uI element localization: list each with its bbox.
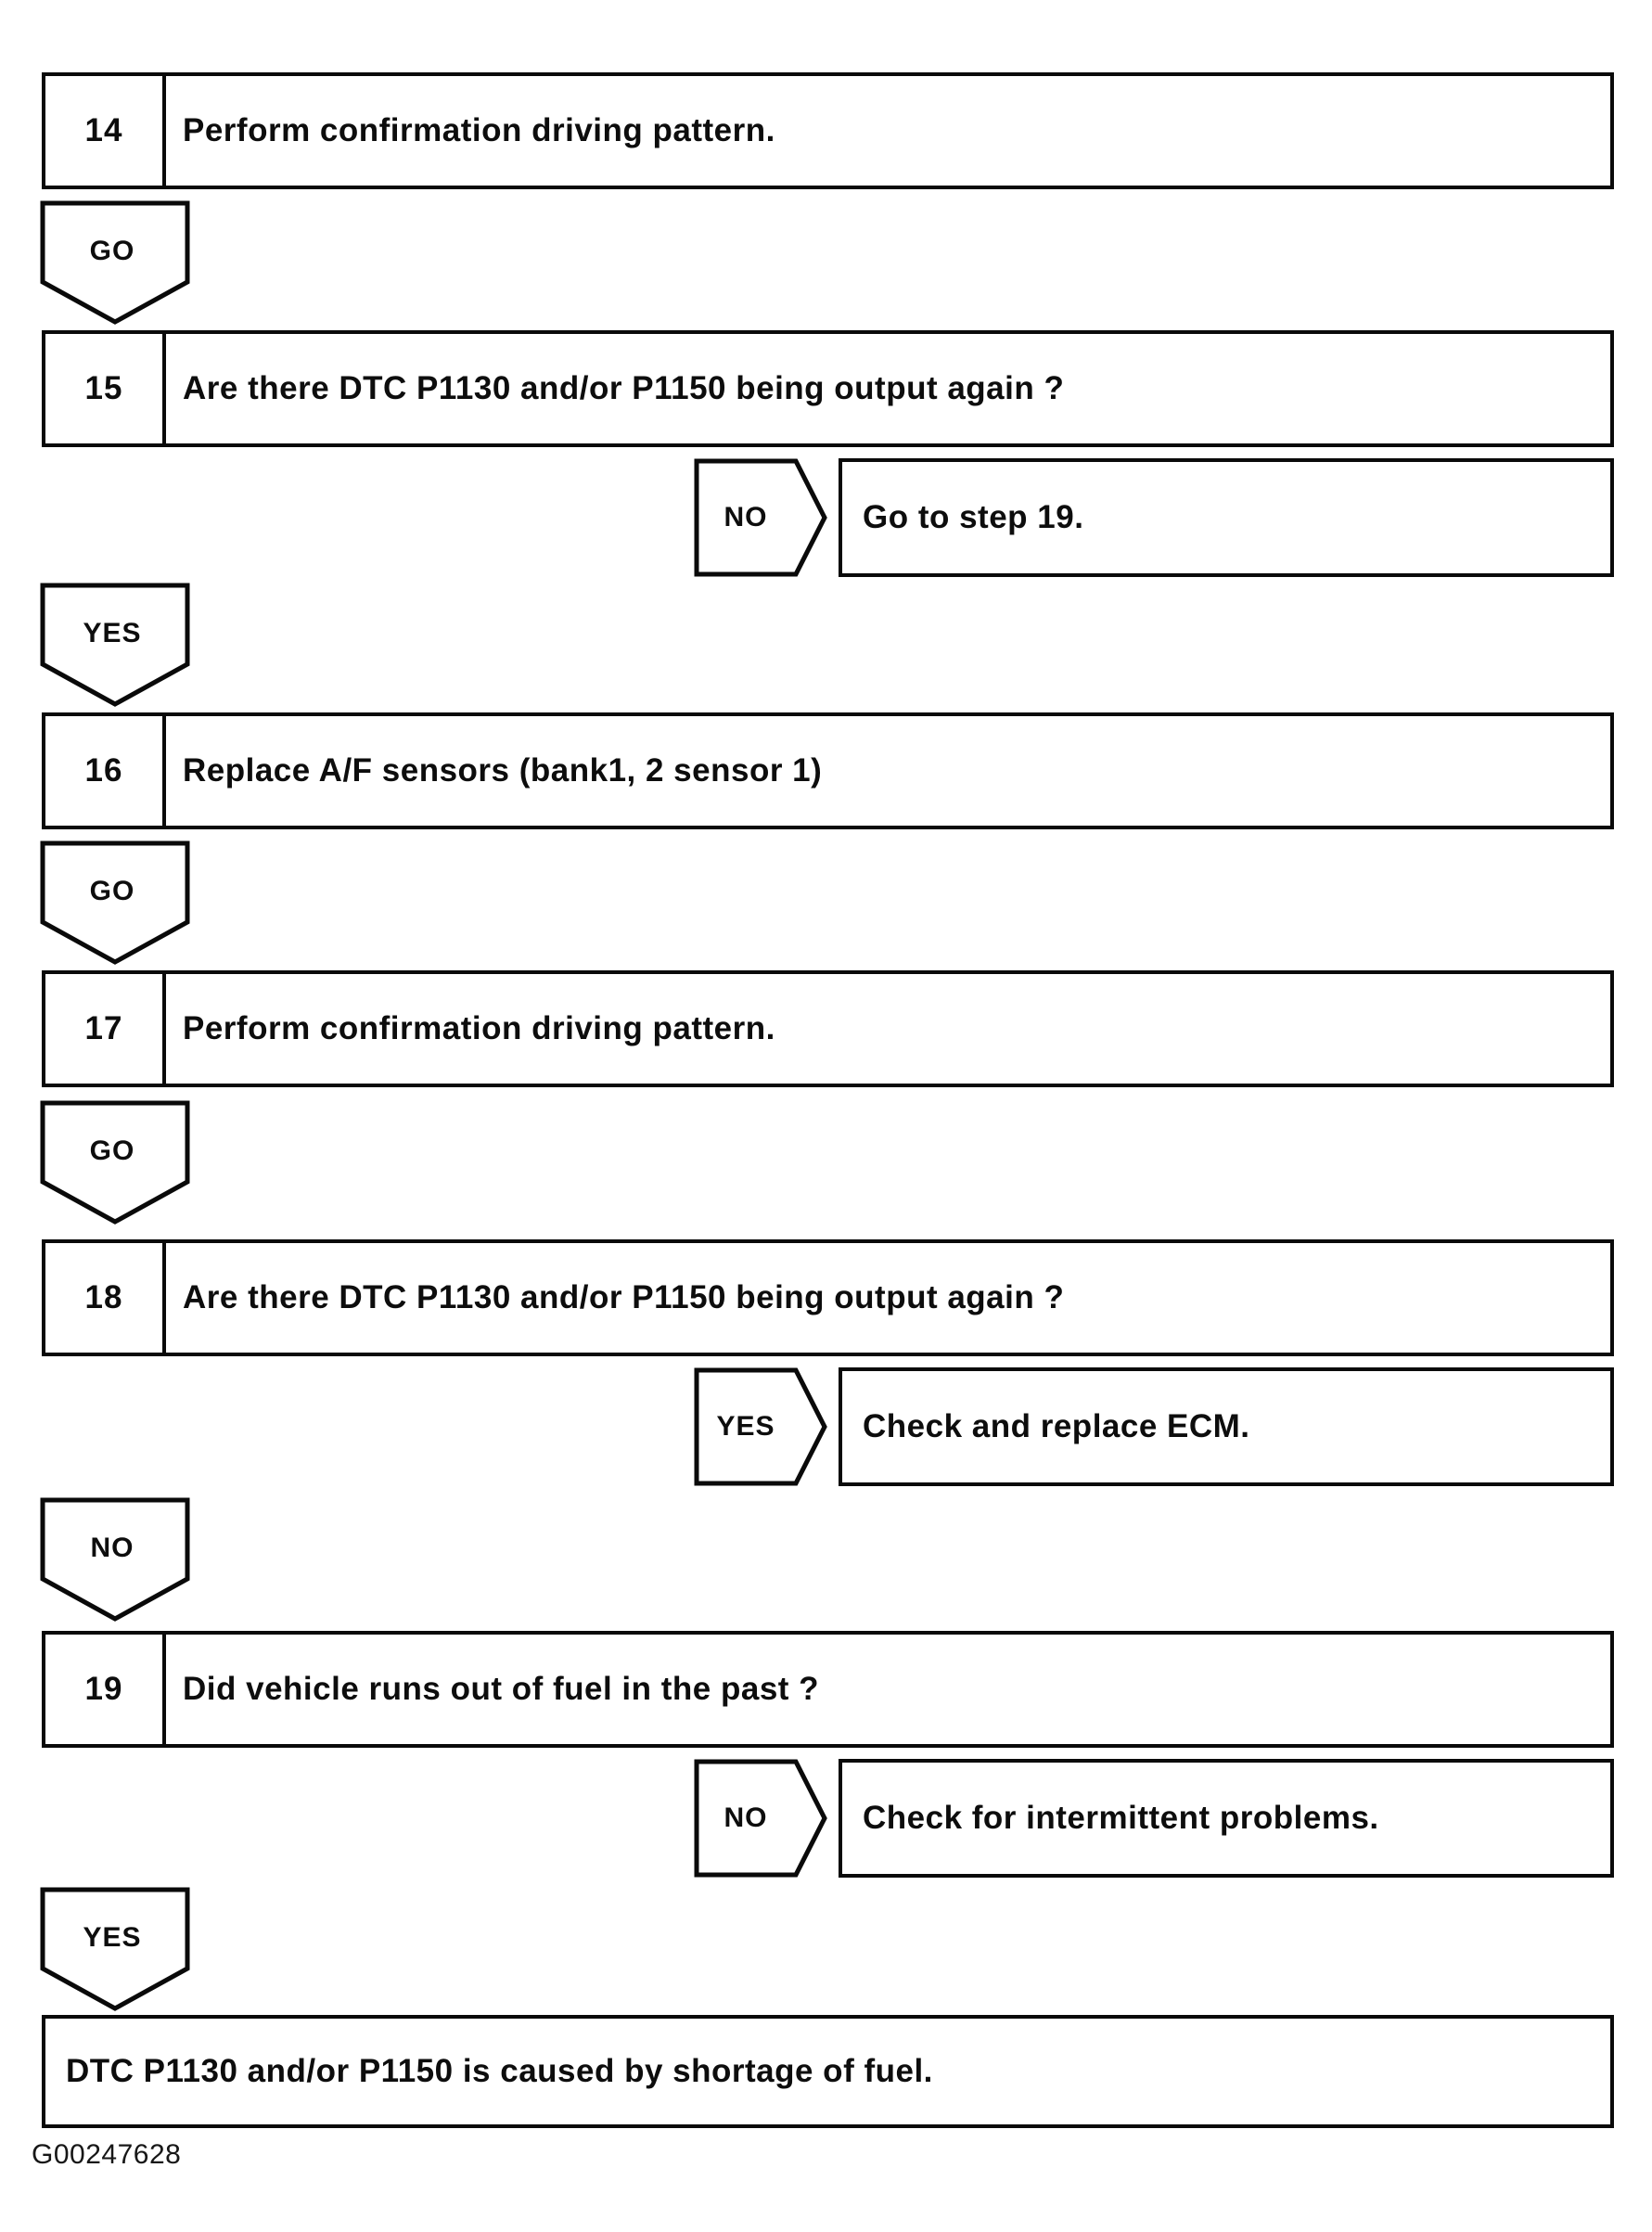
branch-action-box: Go to step 19. [839, 458, 1614, 577]
step-text: Are there DTC P1130 and/or P1150 being o… [183, 1279, 1065, 1315]
right-arrow-pentagon-icon [694, 458, 827, 577]
connector-label: YES [83, 1922, 142, 1953]
right-arrow-pentagon-icon [694, 1367, 827, 1486]
branch-no-pentagon-2: NO [694, 1759, 827, 1878]
down-arrow-pentagon-icon [40, 583, 190, 707]
down-arrow-pentagon-icon [40, 840, 190, 965]
connector-down-yes-2: YES [40, 1887, 190, 2011]
down-arrow-pentagon-icon [40, 1100, 190, 1225]
branch-no-pentagon-1: NO [694, 458, 827, 577]
down-arrow-pentagon-icon [40, 1887, 190, 2011]
step-text: Did vehicle runs out of fuel in the past… [183, 1671, 820, 1707]
connector-down-no: NO [40, 1497, 190, 1622]
step-text: Perform confirmation driving pattern. [183, 1010, 775, 1046]
down-arrow-pentagon-icon [40, 200, 190, 325]
branch-label: NO [724, 502, 768, 532]
branch-action-box: Check for intermittent problems. [839, 1759, 1614, 1878]
connector-down-go-1: GO [40, 200, 190, 325]
step-number: 15 [45, 334, 166, 443]
connector-label: YES [83, 618, 142, 648]
step-number: 19 [45, 1635, 166, 1744]
step-row-17: 17 Perform confirmation driving pattern. [42, 970, 1614, 1087]
step-number: 18 [45, 1243, 166, 1353]
connector-down-yes-1: YES [40, 583, 190, 707]
step-number: 16 [45, 716, 166, 826]
figure-id-caption: G00247628 [32, 2139, 182, 2170]
down-arrow-pentagon-icon [40, 1497, 190, 1622]
connector-label: NO [90, 1533, 134, 1563]
step-number: 17 [45, 974, 166, 1084]
result-box: DTC P1130 and/or P1150 is caused by shor… [42, 2015, 1614, 2128]
right-arrow-pentagon-icon [694, 1759, 827, 1878]
branch-label: YES [716, 1411, 775, 1442]
step-number: 14 [45, 76, 166, 186]
connector-down-go-3: GO [40, 1100, 190, 1225]
branch-yes-pentagon: YES [694, 1367, 827, 1486]
branch-action-box: Check and replace ECM. [839, 1367, 1614, 1486]
step-row-16: 16 Replace A/F sensors (bank1, 2 sensor … [42, 712, 1614, 829]
step-text: Are there DTC P1130 and/or P1150 being o… [183, 370, 1065, 406]
step-row-14: 14 Perform confirmation driving pattern. [42, 72, 1614, 189]
step-text: Perform confirmation driving pattern. [183, 112, 775, 148]
step-row-19: 19 Did vehicle runs out of fuel in the p… [42, 1631, 1614, 1748]
branch-label: NO [724, 1802, 768, 1833]
connector-label: GO [89, 1135, 135, 1166]
step-row-18: 18 Are there DTC P1130 and/or P1150 bein… [42, 1239, 1614, 1356]
step-text: Replace A/F sensors (bank1, 2 sensor 1) [183, 752, 823, 789]
step-row-15: 15 Are there DTC P1130 and/or P1150 bein… [42, 330, 1614, 447]
connector-label: GO [89, 876, 135, 906]
connector-down-go-2: GO [40, 840, 190, 965]
connector-label: GO [89, 236, 135, 266]
